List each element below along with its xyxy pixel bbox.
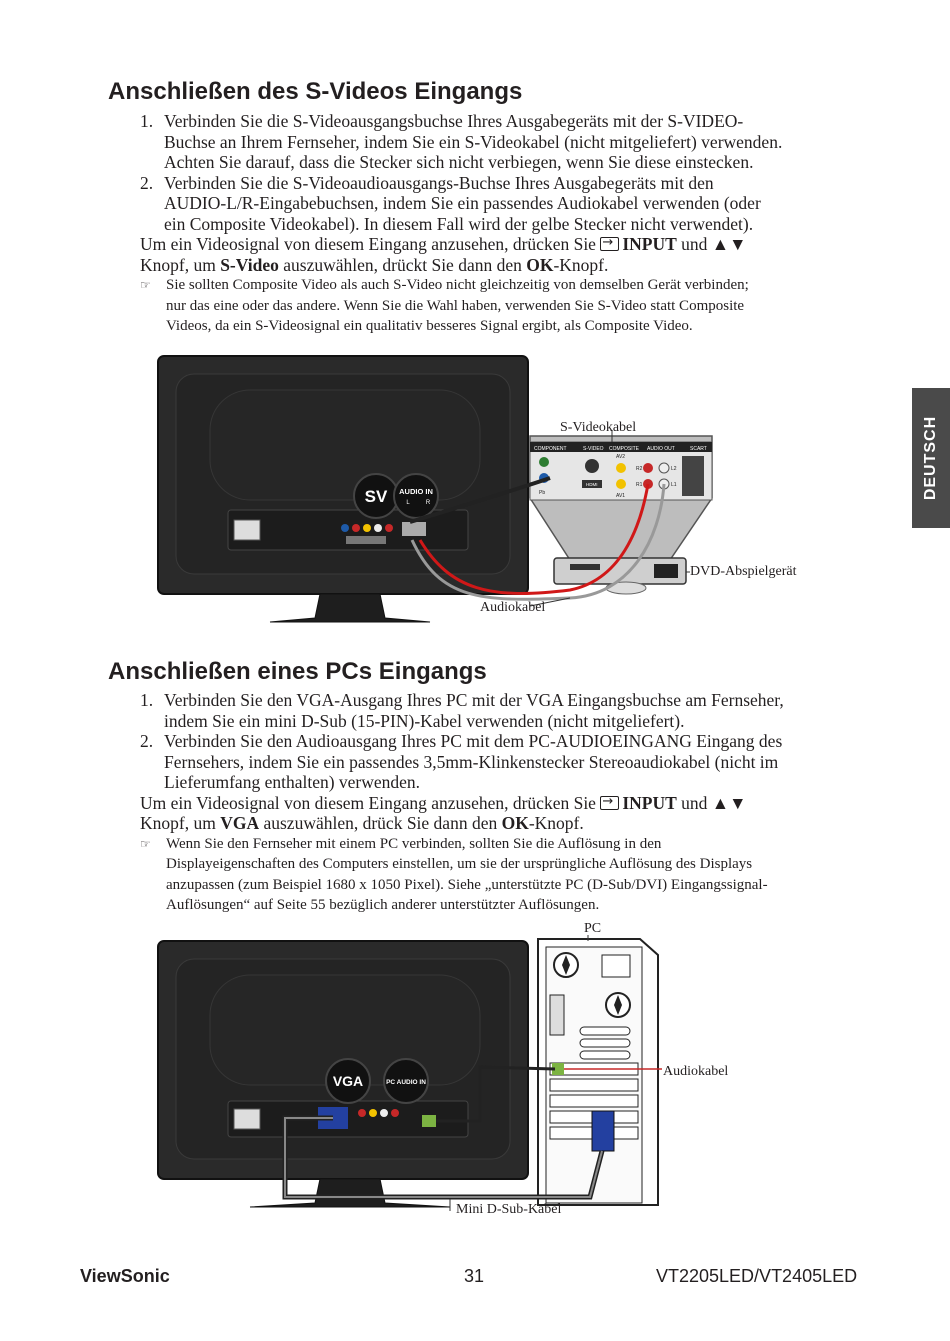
vga-cable-inner xyxy=(284,1117,603,1198)
audio-in-badge-label: AUDIO IN xyxy=(399,487,433,496)
source-key: S-Video xyxy=(220,254,279,275)
pc-instructions: 1. Verbinden Sie den VGA-Ausgang Ihres P… xyxy=(140,690,885,916)
input-source-icon xyxy=(600,233,620,254)
audio-cable-red xyxy=(418,483,650,595)
step-text-line: Verbinden Sie die S-Videoausgangsbuchse … xyxy=(164,111,744,131)
footer-page-number: 31 xyxy=(464,1266,485,1286)
step-text-line: AUDIO-L/R-Eingabebuchsen, indem Sie ein … xyxy=(164,193,761,213)
svg-text:L1: L1 xyxy=(671,482,677,488)
view-instruction: Um ein Videosignal von diesem Eingang an… xyxy=(140,233,880,275)
vga-badge-label: VGA xyxy=(333,1073,363,1089)
up-down-arrows: ▲▼ xyxy=(711,792,747,813)
note: ☞ Sie sollten Composite Video als auch S… xyxy=(140,277,749,334)
pointing-hand-icon: ☞ xyxy=(140,278,151,292)
step-1: 1. Verbinden Sie die S-Videoausgangsbuch… xyxy=(140,111,880,173)
vga-badge xyxy=(325,1058,371,1104)
step-text-line: Achten Sie darauf, dass die Stecker sich… xyxy=(164,152,754,172)
source-key: VGA xyxy=(220,813,260,833)
step-number: 1. xyxy=(140,111,154,131)
svg-text:COMPONENT: COMPONENT xyxy=(534,446,567,452)
svideo-connection-diagram: SV AUDIO IN L R COMPONENT S-VIDEO COMPOS… xyxy=(157,355,713,623)
label-pc: PC xyxy=(584,921,602,936)
label-audio-cable: Audiokabel xyxy=(480,600,546,615)
svideo-instructions: 1. Verbinden Sie die S-Videoausgangsbuch… xyxy=(140,111,880,337)
svg-text:Pb: Pb xyxy=(539,490,545,496)
pc-audio-badge xyxy=(383,1058,429,1104)
ok-key: OK xyxy=(501,813,529,833)
step-text-line: Verbinden Sie den VGA-Ausgang Ihres PC m… xyxy=(164,690,784,710)
step-2: 2. Verbinden Sie die S-Videoaudioausgang… xyxy=(140,173,880,235)
step-text-line: Lieferumfang enthalten) verwenden. xyxy=(164,772,421,792)
step-number: 2. xyxy=(140,731,154,751)
step-2: 2. Verbinden Sie den Audioausgang Ihres … xyxy=(140,731,885,793)
step-text-line: Fernsehers, indem Sie ein passendes 3,5m… xyxy=(164,751,779,772)
audio-cable xyxy=(436,1065,556,1123)
svg-text:L: L xyxy=(406,500,410,506)
svg-text:R: R xyxy=(426,500,431,506)
step-text-line: Verbinden Sie die S-Videoaudioausgangs-B… xyxy=(164,172,714,193)
note: ☞ Wenn Sie den Fernseher mit einem PC ve… xyxy=(140,835,768,914)
sv-badge-label: SV xyxy=(365,487,388,506)
svg-text:S-VIDEO: S-VIDEO xyxy=(583,446,604,452)
step-text-line: ein Composite Videokabel). In diesem Fal… xyxy=(164,213,754,234)
svg-text:R1: R1 xyxy=(636,482,643,488)
label-mini-dsub-cable: Mini D-Sub-Kabel xyxy=(456,1202,562,1217)
ok-key: OK xyxy=(526,254,554,275)
step-text-line: indem Sie ein mini D-Sub (15-PIN)-Kabel … xyxy=(164,710,685,731)
footer-brand: ViewSonic xyxy=(80,1266,170,1286)
step-text-line: Buchse an Ihrem Fernseher, indem Sie ein… xyxy=(164,131,783,152)
audio-in-badge xyxy=(393,473,439,519)
svg-text:COMPOSITE: COMPOSITE xyxy=(609,446,640,452)
svg-text:SCART: SCART xyxy=(690,446,707,452)
label-svideo-cable: S-Videokabel xyxy=(560,420,637,435)
pc-audio-badge-label: PC AUDIO IN xyxy=(386,1079,426,1086)
svg-text:R2: R2 xyxy=(636,466,643,472)
step-number: 1. xyxy=(140,690,154,710)
input-key: INPUT xyxy=(622,234,677,254)
tv-stand xyxy=(249,1178,451,1208)
pc-connection-diagram: VGA PC AUDIO IN xyxy=(157,935,662,1211)
tv-stand xyxy=(269,593,431,623)
svg-text:AUDIO OUT: AUDIO OUT xyxy=(647,446,675,452)
step-text-line: Verbinden Sie den Audioausgang Ihres PC … xyxy=(164,731,783,751)
svg-text:AV1: AV1 xyxy=(616,493,625,499)
s-video-cable xyxy=(409,476,551,524)
language-tab: DEUTSCH xyxy=(912,388,950,528)
view-instruction: Um ein Videosignal von diesem Eingang an… xyxy=(140,792,885,834)
section-title-svideo: Anschließen des S-Videos Eingangs xyxy=(108,78,523,105)
step-number: 2. xyxy=(140,172,154,193)
footer-model: VT2205LED/VT2405LED xyxy=(656,1266,858,1286)
up-down-arrows: ▲▼ xyxy=(711,234,747,254)
svg-text:HDMI: HDMI xyxy=(586,482,598,487)
label-dvd-player: DVD-Abspielgerät xyxy=(690,564,797,579)
step-1: 1. Verbinden Sie den VGA-Ausgang Ihres P… xyxy=(140,690,885,731)
svg-text:AV2: AV2 xyxy=(616,454,625,460)
pointing-hand-icon: ☞ xyxy=(140,836,151,851)
input-key: INPUT xyxy=(622,792,677,813)
label-audio-cable: Audiokabel xyxy=(663,1064,729,1079)
input-source-icon xyxy=(600,792,620,812)
section-title-pc: Anschließen eines PCs Eingangs xyxy=(108,658,487,685)
svg-text:L2: L2 xyxy=(671,466,677,472)
